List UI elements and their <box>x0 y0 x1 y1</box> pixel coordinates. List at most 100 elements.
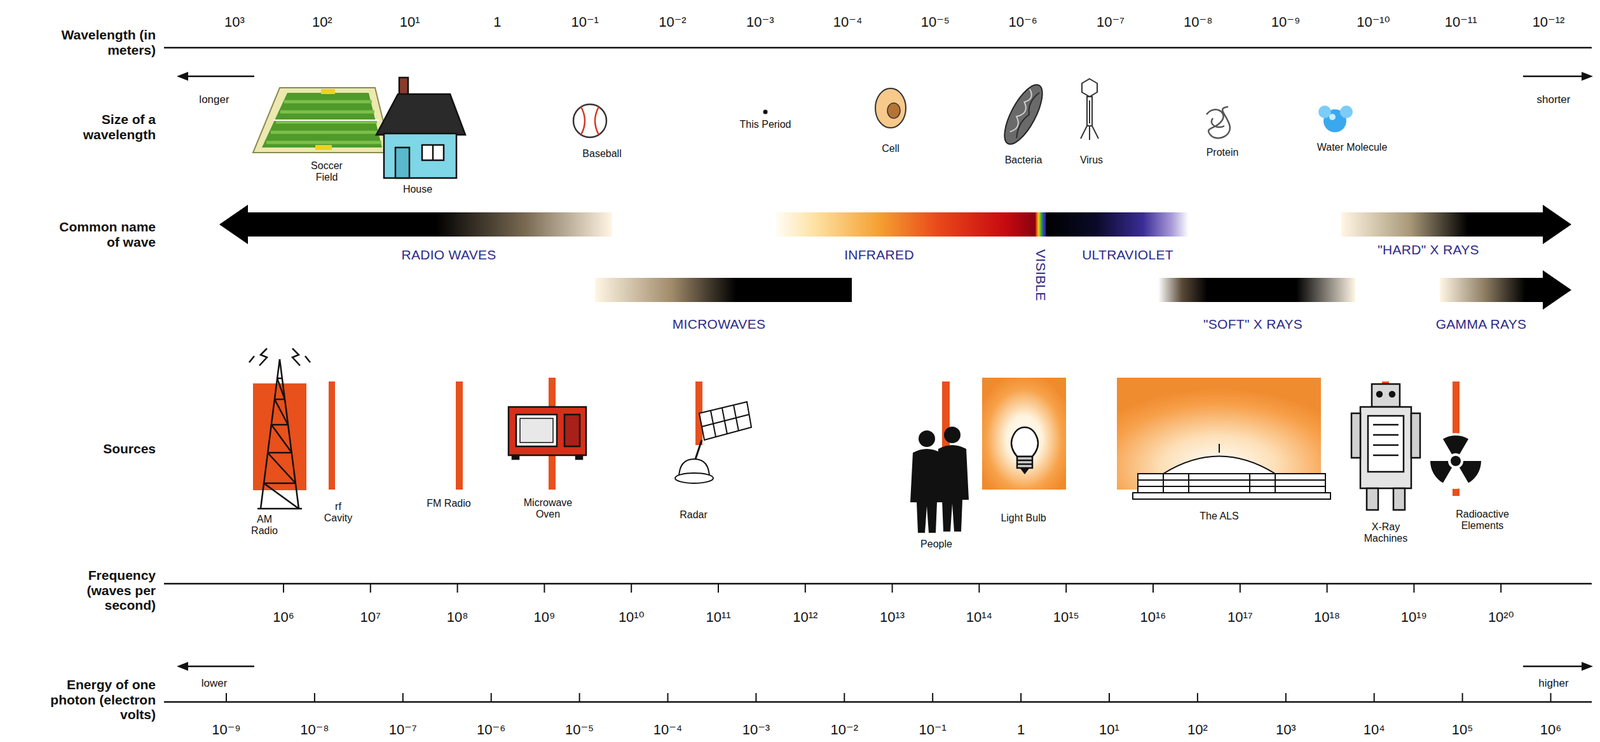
axis-lines <box>164 47 1592 702</box>
source-label: Microwave Oven <box>517 497 579 520</box>
band-name: "SOFT" X RAYS <box>1203 316 1303 332</box>
frequency-tick: 10⁷ <box>360 609 381 626</box>
band-fill <box>1341 204 1572 245</box>
axis-tick <box>1550 692 1552 702</box>
band-fill <box>594 277 852 302</box>
band-shape <box>1158 270 1356 310</box>
axis-tick <box>1326 583 1328 593</box>
axis-tick <box>1413 583 1415 593</box>
spectrum-band: "SOFT" X RAYS <box>1158 270 1356 310</box>
band-name: MICROWAVES <box>672 316 766 332</box>
axis-tick <box>402 692 404 702</box>
wavelength-tick: 10⁻¹¹ <box>1444 14 1478 31</box>
direction-word: longer <box>198 93 229 106</box>
period-dot <box>763 109 768 115</box>
source-label: AM Radio <box>246 513 283 537</box>
band-name: "HARD" X RAYS <box>1377 242 1480 258</box>
axis-tick <box>978 583 980 593</box>
frequency-tick: 10⁶ <box>272 609 295 626</box>
row-heading: Sources <box>44 441 156 457</box>
x-ray-machine-icon <box>1351 383 1421 510</box>
axis-tick <box>931 692 934 702</box>
wavelength-tick: 10⁻³ <box>746 14 774 31</box>
energy-tick: 10⁻⁶ <box>476 722 506 739</box>
wavelength-tick: 10⁻² <box>658 14 686 31</box>
spectrum-band: ULTRAVIOLET <box>1045 204 1189 245</box>
axis-tick <box>1285 692 1287 702</box>
energy-tick: 10⁻⁸ <box>300 722 329 739</box>
size-label: This Period <box>739 118 792 131</box>
frequency-tick: 10¹⁹ <box>1401 609 1428 626</box>
axis-tick <box>1108 692 1110 702</box>
axis-tick <box>1239 583 1241 593</box>
wavelength-tick: 10⁻¹⁰ <box>1356 14 1390 31</box>
axis-tick <box>543 583 545 593</box>
axis-tick <box>490 692 493 702</box>
axis-tick <box>717 583 719 593</box>
frequency-tick: 10¹⁸ <box>1313 609 1341 626</box>
frequency-tick: 10¹⁴ <box>966 609 993 626</box>
band-fill <box>1045 212 1189 237</box>
virus-icon <box>1080 78 1099 140</box>
light-glow <box>982 377 1067 490</box>
band-shape <box>1045 204 1189 245</box>
frequency-tick: 10¹⁶ <box>1140 609 1167 626</box>
energy-tick: 10⁻⁹ <box>211 722 241 739</box>
baseball-icon <box>573 104 607 138</box>
axis-tick <box>1196 692 1199 702</box>
size-label: Bacteria <box>1005 154 1043 166</box>
band-fill <box>1158 277 1356 302</box>
axis-tick <box>755 692 757 702</box>
wavelength-tick: 10⁻⁸ <box>1183 14 1213 31</box>
band-shape <box>219 204 613 245</box>
protein-icon <box>1206 106 1231 138</box>
energy-tick: 10⁴ <box>1363 722 1386 739</box>
water-molecule-icon <box>1318 105 1353 133</box>
wavelength-tick: 10⁻¹ <box>570 14 599 31</box>
band-name: RADIO WAVES <box>401 247 496 263</box>
direction-word: shorter <box>1537 93 1571 106</box>
axis-tick <box>369 583 372 593</box>
band-name: INFRARED <box>844 247 915 263</box>
direction-word: lower <box>201 676 228 690</box>
axis-tick <box>1065 583 1067 593</box>
frequency-tick: 10¹⁰ <box>618 609 645 626</box>
band-shape <box>1341 204 1572 245</box>
wavelength-tick: 10³ <box>224 14 245 31</box>
energy-tick: 10⁻¹ <box>918 722 946 739</box>
band-name: GAMMA RAYS <box>1435 316 1527 332</box>
band-fill <box>1439 270 1572 310</box>
energy-tick: 10⁻⁴ <box>653 722 683 739</box>
band-shape <box>1439 270 1572 310</box>
size-label: Protein <box>1206 146 1239 159</box>
axis-tick <box>804 583 807 593</box>
axis-tick <box>225 692 227 702</box>
energy-tick: 10⁻⁵ <box>565 722 594 739</box>
axis-tick <box>579 692 581 702</box>
energy-tick: 10⁶ <box>1540 722 1562 739</box>
spectrum-band: RADIO WAVES <box>219 204 613 245</box>
wavelength-tick: 10⁻⁷ <box>1096 14 1125 31</box>
axis-tick <box>667 692 669 702</box>
wavelength-tick: 10² <box>312 14 333 31</box>
frequency-tick: 10⁸ <box>446 609 469 626</box>
axis-tick <box>843 692 845 702</box>
frequency-tick: 10⁹ <box>533 609 555 626</box>
energy-tick: 10⁻⁷ <box>389 722 418 739</box>
frequency-tick: 10¹⁷ <box>1227 609 1253 626</box>
microwave-oven-icon <box>508 406 587 459</box>
frequency-tick: 10¹¹ <box>705 609 731 626</box>
band-name: ULTRAVIOLET <box>1081 247 1174 263</box>
spectrum-band: GAMMA RAYS <box>1439 270 1572 310</box>
row-heading: Wavelength (in meters) <box>44 27 156 58</box>
axis-tick <box>1500 583 1502 593</box>
row-heading: Energy of one photon (electron volts) <box>44 676 156 723</box>
row-heading: Frequency (waves per second) <box>44 567 156 613</box>
source-label: X-Ray Machines <box>1359 521 1413 545</box>
frequency-tick: 10¹³ <box>879 609 905 626</box>
energy-tick: 10³ <box>1275 722 1297 739</box>
radioactive-symbol <box>1427 432 1484 489</box>
frequency-tick: 10²⁰ <box>1488 609 1515 626</box>
energy-tick: 1 <box>1017 722 1025 739</box>
